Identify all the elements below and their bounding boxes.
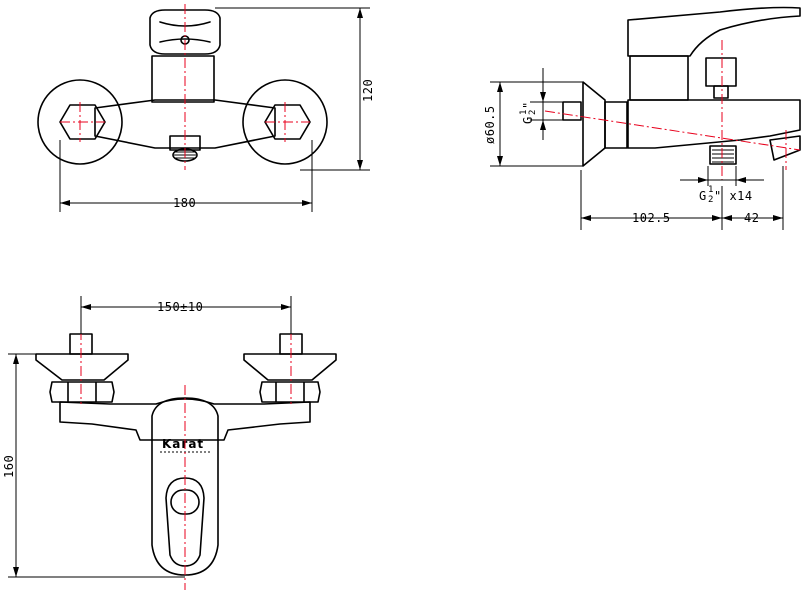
arrow-front-height-down [13,567,19,577]
inlet-pipe [562,101,582,121]
shower-outlet [709,145,737,165]
brand-logo: Karat [162,437,204,451]
left-flange [37,79,123,165]
arrow-depth-mid-right [722,215,732,221]
arrow-depth-right [773,215,783,221]
outlet-thread-suffix: " x14 [714,189,753,203]
body-arms [94,99,276,149]
arrow-down [357,160,363,170]
side-nut [604,101,628,149]
arrow-depth-mid-left [712,215,722,221]
shower-outlet-thread [712,149,734,163]
arrow-spacing-left [81,304,91,310]
diverter-knob [705,57,737,87]
dim-top-height: 120 [361,79,375,102]
arrow-right [302,200,312,206]
front-lever [165,477,205,567]
inlet-thread-num: 1 [519,110,529,115]
side-cartridge [629,55,689,101]
outlet-thread-g: G [699,189,707,203]
arrow-spacing-right [281,304,291,310]
front-cover [151,397,219,576]
inlet-thread-label: G 1 2 " [519,101,538,124]
arrow-dia-down [497,156,503,166]
arrow-inlet-top [540,92,546,102]
dim-offset: 42 [744,211,759,225]
dim-depth: 102.5 [632,211,671,225]
side-body [627,99,801,149]
arrow-outlet-right [736,177,746,183]
side-view: ø60.5 G 1 2 " G 1 2 " x14 [483,6,801,230]
front-right-nut [259,381,321,403]
dim-front-height: 160 [2,455,16,478]
arrow-outlet-left [698,177,708,183]
lever-handle [149,9,221,55]
front-view: Karat 150±10 160 [2,296,337,590]
outlet-thread-label: G 1 2 " x14 [699,185,753,205]
dim-spacing: 150±10 [157,300,203,314]
front-right-flange [243,353,337,381]
diverter-stem [713,85,729,99]
inlet-thread-suffix: " [521,101,535,109]
outlet-thread-num: 1 [708,185,713,195]
side-flange [582,81,606,167]
side-lever [627,6,801,57]
side-centerline-axis [544,110,801,151]
inlet-thread-den: 2 [528,110,538,115]
inlet-thread-g: G [521,116,535,124]
dim-top-width: 180 [173,196,196,210]
arrow-left [60,200,70,206]
outlet-thread-den: 2 [708,195,713,205]
arrow-dia-up [497,82,503,92]
front-left-flange [35,353,129,381]
arrow-inlet-bottom [540,120,546,130]
top-view: 120 180 [37,4,375,212]
arrow-up [357,8,363,18]
arrow-front-height-up [13,354,19,364]
dim-diameter: ø60.5 [483,105,497,144]
arrow-depth-left [581,215,591,221]
right-flange [242,79,328,165]
handle-stem [151,55,215,103]
front-left-nut [49,381,115,403]
